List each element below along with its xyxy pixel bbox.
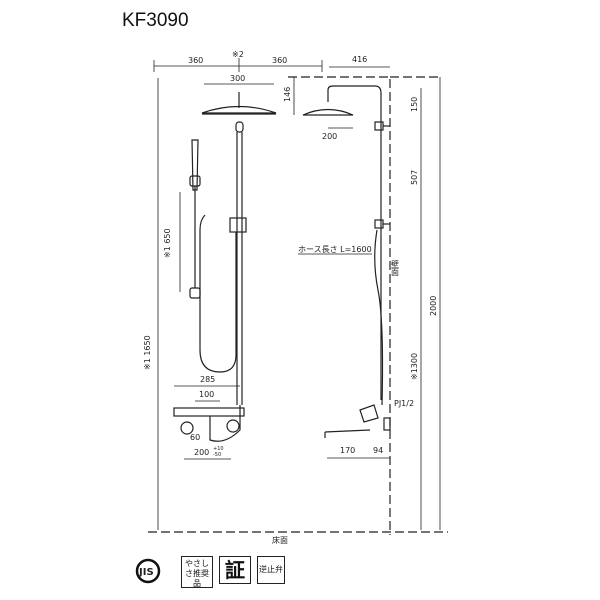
dim-150: 150 [410, 97, 419, 112]
top-dimensions: 360 ※2 360 416 300 [153, 50, 390, 85]
dim-94: 94 [373, 446, 383, 455]
svg-text:JIS: JIS [138, 567, 154, 578]
tolerance-minus: -50 [213, 452, 221, 458]
side-view: 200 146 150 507 2000 ※1300 ホース長さ L=1600 … [283, 76, 441, 535]
certification-badge: 証 [219, 556, 251, 584]
dim-170: 170 [340, 446, 355, 455]
model-title: KF3090 [122, 10, 189, 31]
dim-416: 416 [352, 55, 367, 64]
dim-285: 285 [200, 375, 215, 384]
dim-1650: ※1 1650 [143, 335, 152, 370]
front-dimensions: ※1 650 ※1 1650 285 100 60 200 +10 -50 [143, 78, 240, 530]
dim-360-right: 360 [272, 56, 287, 65]
dim-2000: 2000 [429, 296, 438, 316]
front-view [173, 92, 277, 442]
dim-200-bottom: 200 [194, 448, 209, 457]
dim-60: 60 [190, 433, 200, 442]
dim-146: 146 [283, 87, 292, 102]
dim-360-left: 360 [188, 56, 203, 65]
check-valve-badge: 逆止弁 [257, 556, 285, 584]
pj-label: PJ1/2 [394, 399, 414, 408]
dim-650: ※1 650 [163, 228, 172, 258]
jis-logo: JIS [135, 558, 161, 584]
floor: 床面 [148, 531, 448, 545]
dim-1300: ※1300 [410, 353, 419, 380]
dim-507: 507 [410, 170, 419, 185]
floor-label: 床面 [272, 535, 288, 545]
note-2: ※2 [232, 50, 244, 59]
hose-length-label: ホース長さ L=1600 [298, 245, 372, 254]
dim-200: 200 [322, 132, 337, 141]
dim-100: 100 [199, 390, 214, 399]
dim-300: 300 [230, 74, 245, 83]
tolerance-plus: +10 [213, 446, 224, 452]
yasashisa-badge: やさしさ推奨品 [181, 556, 213, 588]
wall-label: 壁面 [391, 259, 400, 277]
